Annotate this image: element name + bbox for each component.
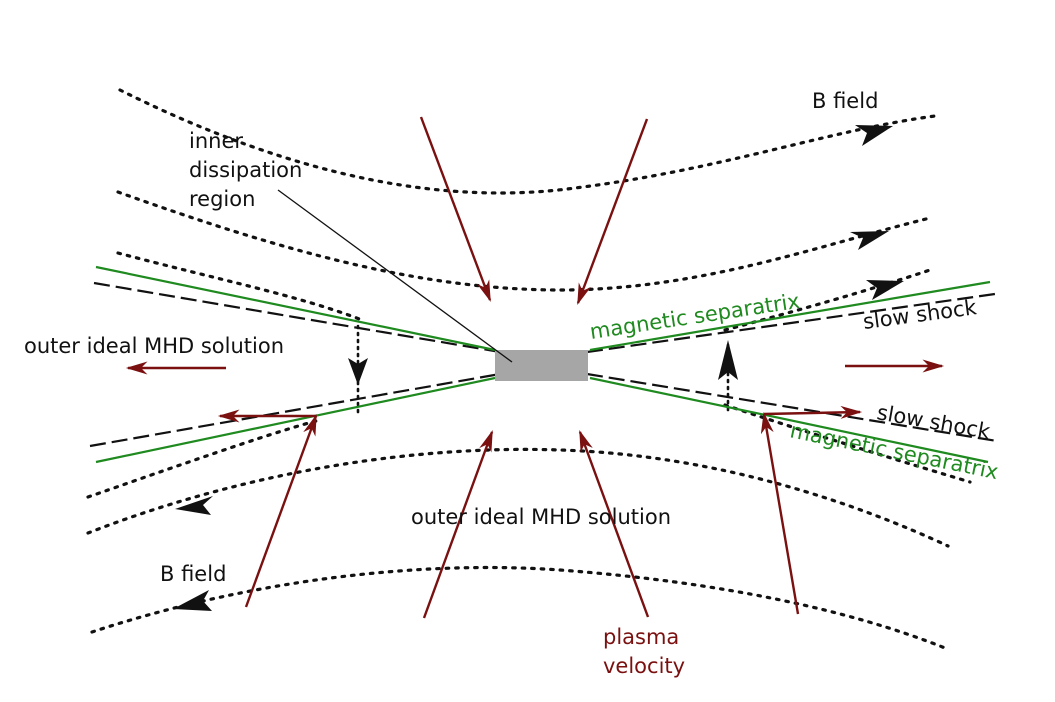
field-line-top-inner (116, 251, 364, 322)
slow-shock-upper-right (586, 292, 996, 354)
inner-region-label-line2: dissipation (189, 158, 302, 182)
field-arrow-top-outer (855, 125, 893, 146)
slow-shock-lower-left (89, 372, 501, 448)
separatrix-lower-left (95, 376, 496, 464)
b-field-label-top: B field (812, 89, 878, 113)
field-arrow-top-middle (850, 231, 889, 250)
inner-dissipation-region-box (495, 350, 588, 381)
field-line-top-middle (116, 190, 932, 292)
separatrix-upper-right (589, 280, 991, 352)
slow-shock-upper-left (93, 281, 501, 354)
magnetic-field-lines (86, 88, 972, 650)
slow-shock-lower-right (586, 372, 998, 443)
outer-ideal-mhd-label-left: outer ideal MHD solution (24, 334, 284, 358)
slow-shocks (89, 281, 998, 448)
field-line-bottom-inner (86, 418, 322, 499)
diagram-labels: inner dissipation region B field B field… (24, 89, 1000, 678)
plasma-velocity-arrows (125, 116, 945, 619)
shock-flow-arrow-lower-left-up (244, 413, 318, 608)
inflow-arrow-top-left (419, 116, 492, 303)
plasma-velocity-label-line2: velocity (603, 654, 685, 678)
field-direction-arrows (173, 125, 904, 611)
separatrix-label-upper: magnetic separatrix (588, 289, 801, 344)
field-line-bottom-middle (86, 447, 950, 548)
field-line-bottom-right-inner (723, 403, 972, 484)
dotted-arrow-right-up-head (718, 340, 738, 380)
inner-region-leader-line (277, 189, 513, 363)
dotted-arrow-left-down-head (348, 358, 368, 385)
inflow-arrow-bottom-right (578, 429, 650, 618)
inner-region-label-line3: region (189, 187, 255, 211)
field-arrow-top-inner (866, 280, 904, 300)
slow-shock-label-lower: slow shock (875, 400, 993, 444)
outer-ideal-mhd-label-bottom: outer ideal MHD solution (411, 505, 671, 529)
separatrix-upper-left (95, 265, 496, 352)
shock-flow-arrow-lower-right-out (763, 405, 863, 419)
b-field-label-bottom: B field (160, 562, 226, 586)
field-arrow-bottom-middle (175, 496, 213, 515)
inflow-arrow-bottom-left (422, 429, 494, 619)
field-arrow-bottom-outer (173, 590, 212, 611)
field-line-bottom-outer (90, 565, 947, 650)
inner-region-label-line1: inner (189, 129, 243, 153)
plasma-velocity-label-line1: plasma (603, 625, 679, 649)
magnetic-separatrices (95, 265, 991, 464)
inflow-arrow-top-right (576, 118, 649, 306)
separatrix-lower-right (589, 376, 989, 464)
shock-flow-arrow-lower-right-up (760, 411, 800, 615)
